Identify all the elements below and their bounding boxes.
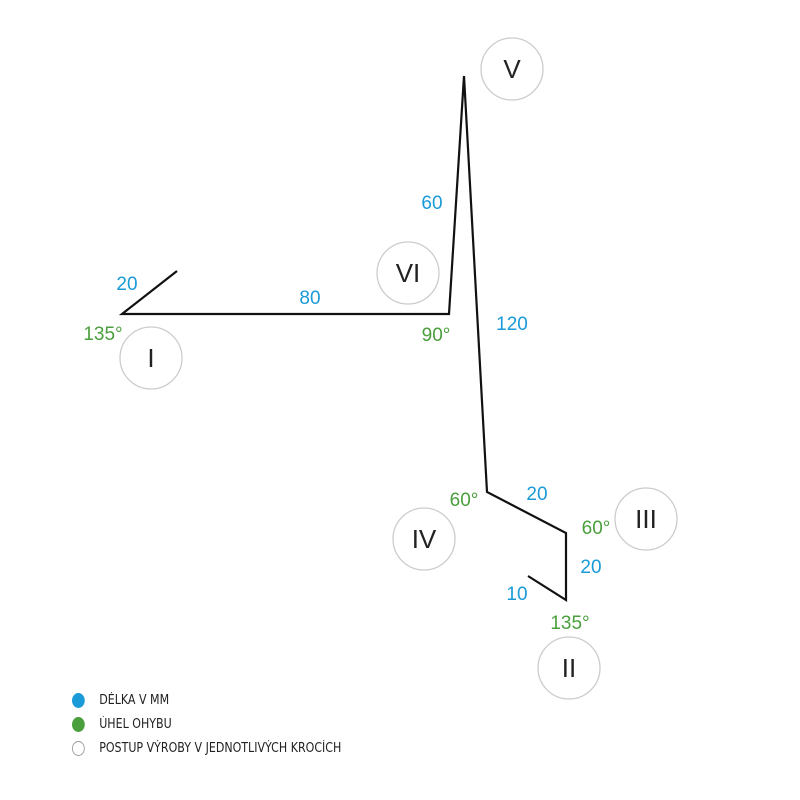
step-circle-5	[480, 37, 544, 101]
length-label: 20	[116, 274, 137, 295]
length-label: 10	[506, 584, 527, 605]
step-circle-2	[537, 636, 601, 700]
length-label: 80	[299, 288, 320, 309]
legend-item-angle: ÚHEL OHYBU	[72, 717, 172, 732]
profile-line	[118, 75, 568, 602]
step-circle-6	[376, 241, 440, 305]
step-label: III	[635, 504, 657, 534]
step-label: IV	[412, 524, 437, 554]
angle-label: 60°	[450, 490, 479, 511]
legend-item-steps: POSTUP VÝROBY V JEDNOTLIVÝCH KROCÍCH	[72, 741, 341, 756]
step-circle-3	[614, 487, 678, 551]
blue-dot-icon	[72, 693, 85, 708]
step-circle-1	[119, 326, 183, 390]
step-label: II	[562, 653, 576, 683]
step-circle-4	[392, 507, 456, 571]
length-label: 120	[496, 314, 528, 335]
step-label: V	[503, 54, 521, 84]
legend-label: DÉLKA V MM	[99, 693, 170, 708]
length-label: 20	[580, 557, 601, 578]
angle-label: 135°	[83, 324, 122, 345]
step-label: VI	[396, 258, 421, 288]
angle-label: 135°	[550, 613, 589, 634]
angle-label: 90°	[422, 325, 451, 346]
legend-label: POSTUP VÝROBY V JEDNOTLIVÝCH KROCÍCH	[99, 741, 342, 756]
green-dot-icon	[72, 717, 85, 732]
circle-icon	[72, 741, 85, 756]
step-label: I	[147, 343, 154, 373]
legend-item-length: DÉLKA V MM	[72, 693, 169, 708]
angle-label: 60°	[582, 518, 611, 539]
legend-label: ÚHEL OHYBU	[99, 717, 172, 732]
length-label: 20	[526, 484, 547, 505]
length-label: 60	[421, 193, 442, 214]
